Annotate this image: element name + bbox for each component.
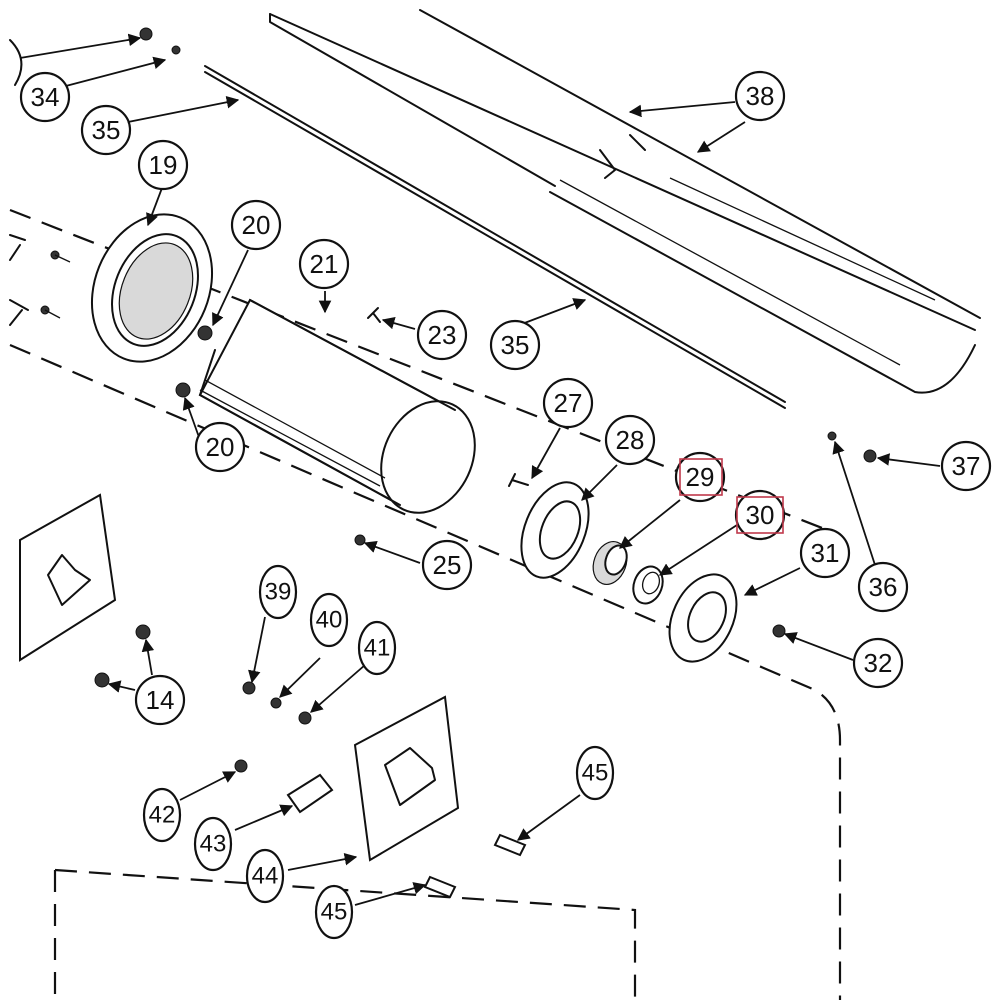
bearing-flange-outer: [668, 573, 738, 663]
callout-39-label: 39: [265, 579, 292, 606]
callout-29: 29: [674, 451, 726, 503]
callout-35-middle: 35: [489, 319, 541, 371]
callout-40: 40: [309, 592, 349, 648]
hardware-nuts: [94, 27, 877, 773]
callout-41-label: 41: [364, 635, 391, 662]
drum-cylinder: [198, 298, 476, 514]
callout-25-label: 25: [433, 550, 462, 580]
callout-20-lower: 20: [194, 421, 246, 473]
callout-28: 28: [604, 414, 656, 466]
callout-19: 19: [137, 139, 189, 191]
left-mounting-plate: [19, 493, 117, 662]
callout-30: 30: [734, 489, 786, 541]
callout-34-label: 34: [31, 82, 60, 112]
callout-28-label: 28: [616, 425, 645, 455]
callout-30-highlight-box: [736, 496, 784, 534]
callout-20-upper-label: 20: [242, 210, 271, 240]
callout-27-label: 27: [554, 388, 583, 418]
callout-36: 36: [857, 561, 909, 613]
screws: [367, 307, 529, 899]
callout-14: 14: [134, 674, 186, 726]
callout-43-label: 43: [200, 831, 227, 858]
bearing: [592, 541, 628, 585]
callout-40-label: 40: [316, 607, 343, 634]
callout-23: 23: [416, 309, 468, 361]
callout-20-lower-label: 20: [206, 432, 235, 462]
callout-21-label: 21: [310, 249, 339, 279]
callout-32: 32: [852, 637, 904, 689]
callout-38-label: 38: [746, 81, 775, 111]
callout-39: 39: [258, 564, 298, 620]
callout-35-middle-label: 35: [501, 330, 530, 360]
rod-upper: [204, 65, 786, 409]
callout-20-upper: 20: [230, 199, 282, 251]
callout-42: 42: [142, 787, 182, 843]
callout-35-top-label: 35: [92, 115, 121, 145]
callout-30-label: 30: [746, 500, 775, 530]
callout-27: 27: [542, 377, 594, 429]
callout-19-label: 19: [149, 150, 178, 180]
callout-31-label: 31: [811, 538, 840, 568]
callout-23-label: 23: [428, 320, 457, 350]
callout-37-label: 37: [952, 451, 981, 481]
callout-45-right: 45: [575, 745, 615, 801]
leader-lines: [19, 33, 941, 906]
callout-29-label: 29: [686, 462, 715, 492]
callout-37: 37: [940, 440, 992, 492]
callout-45-right-label: 45: [582, 760, 609, 787]
callout-45-bottom-label: 45: [321, 899, 348, 926]
callout-32-label: 32: [864, 648, 893, 678]
callout-25: 25: [421, 539, 473, 591]
callout-35-top: 35: [80, 104, 132, 156]
callout-29-highlight-box: [679, 458, 723, 496]
collar: [632, 565, 664, 605]
callout-38: 38: [734, 70, 786, 122]
ring-flange: [90, 213, 214, 363]
callout-31: 31: [799, 527, 851, 579]
motor-mount-plate: [353, 695, 460, 862]
callout-34: 34: [19, 71, 71, 123]
callout-44-label: 44: [252, 863, 279, 890]
left-bracket-pieces: [9, 39, 71, 326]
callout-41: 41: [357, 620, 397, 676]
callout-36-label: 36: [869, 572, 898, 602]
bracket-clip: [286, 773, 334, 814]
callout-42-label: 42: [149, 802, 176, 829]
callout-14-label: 14: [146, 685, 175, 715]
callout-45-bottom: 45: [314, 884, 354, 940]
bearing-flange-inner: [520, 481, 590, 579]
callout-43: 43: [193, 816, 233, 872]
callout-44: 44: [245, 848, 285, 904]
callout-21: 21: [298, 238, 350, 290]
top-cover-panel: [269, 9, 981, 394]
